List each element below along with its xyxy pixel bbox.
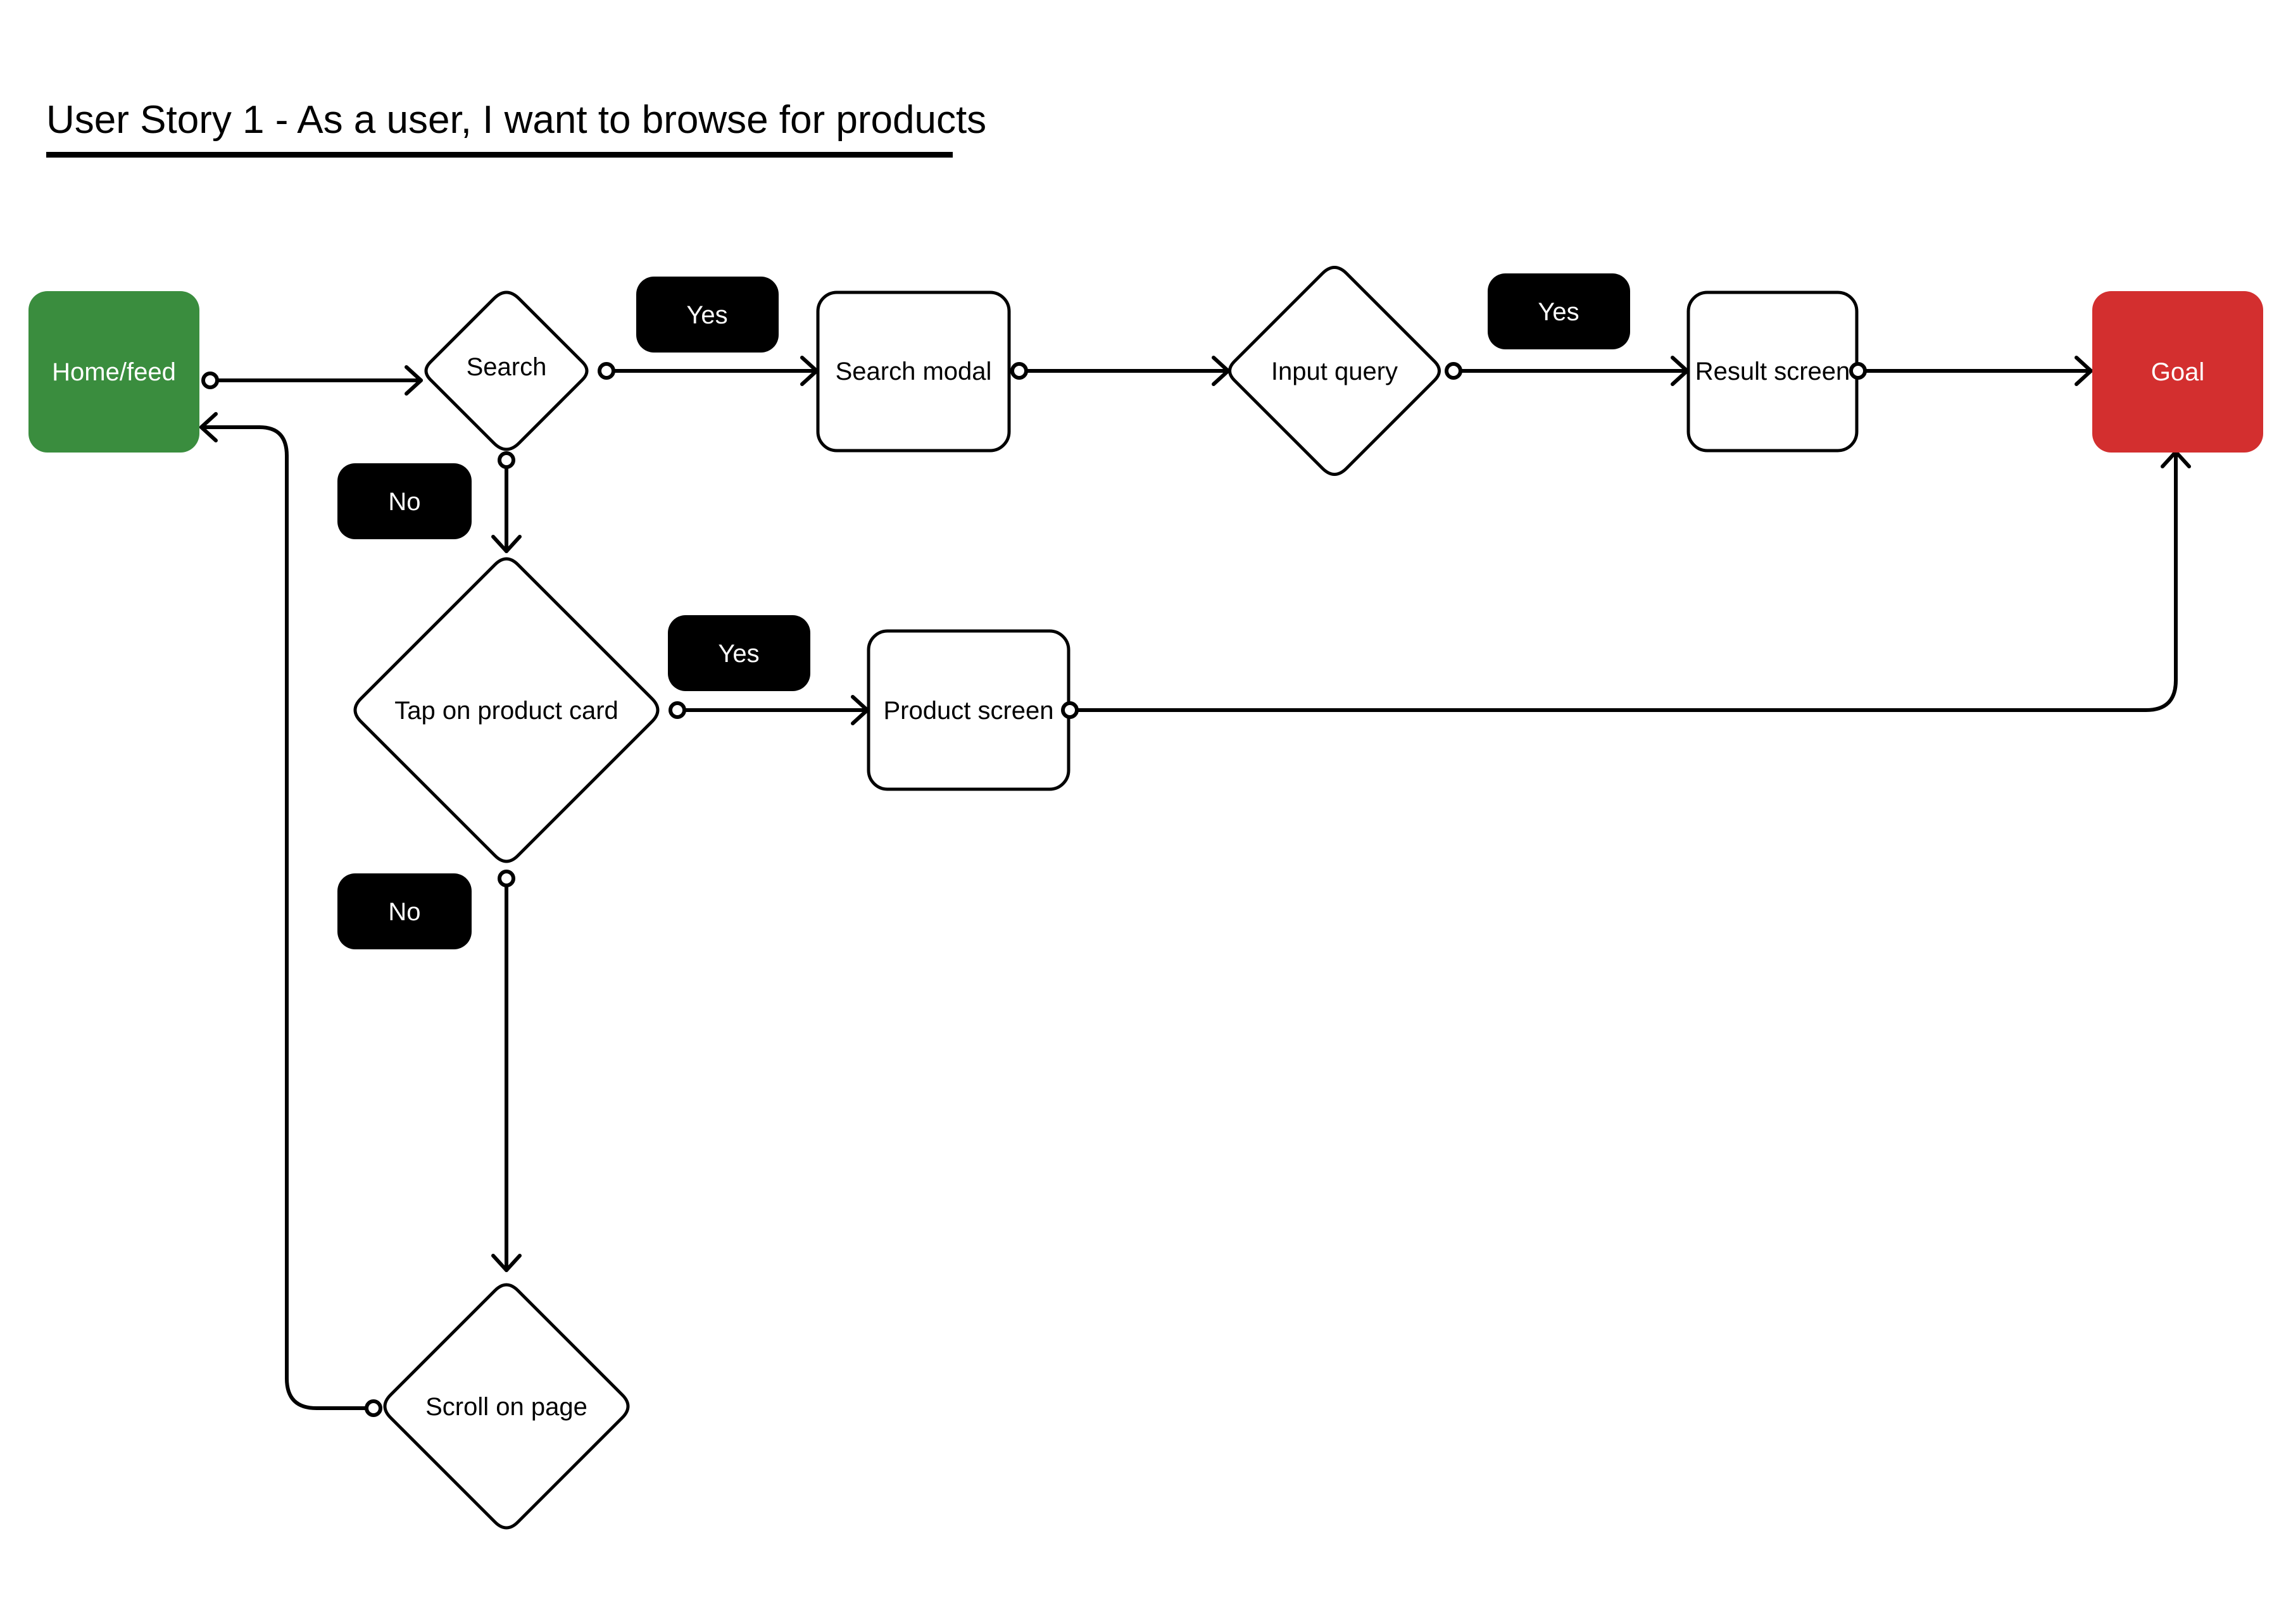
search-diamond [424,290,589,451]
edge-label-search-yes-bg [636,277,779,353]
search-modal-box [816,290,1011,453]
edge-label-tap-yes: Yes [668,615,810,691]
port-search-right [598,362,615,380]
edge-product-to-goal [1068,450,2178,712]
home-feed-label: Home/feed [52,358,176,386]
edge-label-query-yes-bg [1488,273,1630,349]
port-query-out [1445,362,1462,380]
scroll-on-page-label: Scroll on page [425,1393,587,1421]
arrowhead-scroll-to-home [199,412,218,442]
node-scroll-on-page[interactable]: Scroll on page [383,1283,630,1530]
scroll-on-page-diamond [383,1283,630,1530]
edge-label-tap-yes-bg [668,615,810,691]
port-tap-bottom [498,870,515,887]
arrowhead-tap-to-scroll [491,1254,522,1272]
input-query-label: Input query [1271,358,1398,385]
port-scroll-left [365,1399,382,1417]
search-label: Search [467,353,547,381]
arrowhead-search-to-tap [491,535,522,553]
arrowhead-result-to-goal [2075,356,2093,386]
arrowhead-home-to-search [405,365,423,396]
port-search-bottom [498,451,515,469]
result-screen-label: Result screen [1695,358,1850,385]
title-underline [46,152,953,158]
edge-label-tap-yes-text: Yes [718,640,759,668]
input-query-diamond [1228,266,1441,476]
port-modal-out [1010,362,1028,380]
node-result-screen[interactable]: Result screen [1686,290,1859,453]
goal-box [2092,291,2263,453]
product-screen-label: Product screen [883,697,1053,725]
tap-product-card-label: Tap on product card [394,697,618,725]
node-tap-product-card[interactable]: Tap on product card [353,557,660,863]
edge-label-tap-no: No [337,873,472,949]
edge-label-query-yes-text: Yes [1538,298,1579,326]
goal-label: Goal [2151,358,2205,386]
node-search-modal[interactable]: Search modal [816,290,1011,453]
port-product-out [1061,701,1079,719]
node-input-query[interactable]: Input query [1228,266,1441,476]
edge-label-search-yes-text: Yes [686,301,727,329]
edge-label-search-no-text: No [388,488,420,516]
diagram-title: User Story 1 - As a user, I want to brow… [46,98,986,142]
node-search[interactable]: Search [424,290,589,451]
node-home-feed[interactable]: Home/feed [28,291,199,453]
edge-label-search-no-bg [337,463,472,539]
search-modal-label: Search modal [836,358,992,385]
edge-scroll-to-home [199,425,375,1410]
node-product-screen[interactable]: Product screen [867,629,1070,791]
edge-label-query-yes: Yes [1488,273,1630,349]
edge-label-search-yes: Yes [636,277,779,353]
port-tap-right [669,701,686,719]
node-goal[interactable]: Goal [2092,291,2263,453]
home-feed-box [28,291,199,453]
port-result-out [1849,362,1867,380]
edge-label-search-no: No [337,463,472,539]
edge-label-tap-no-bg [337,873,472,949]
port-home-out [201,372,219,389]
tap-product-card-diamond [353,557,660,863]
edge-label-tap-no-text: No [388,898,420,926]
